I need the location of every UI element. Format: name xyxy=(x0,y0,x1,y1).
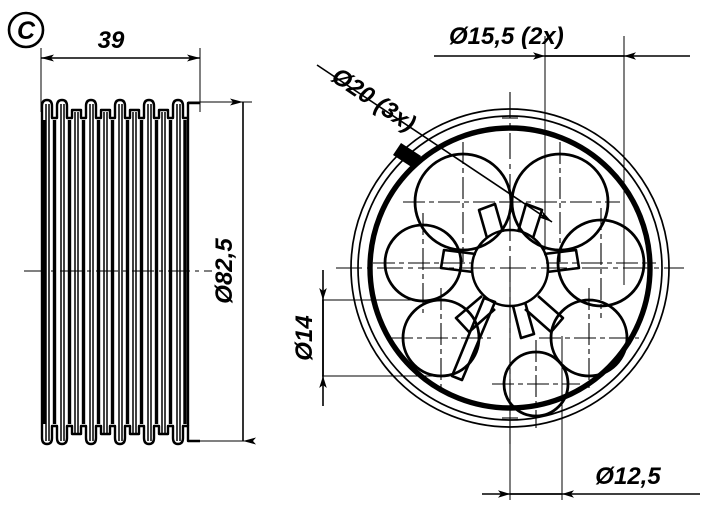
top-centermark-tick xyxy=(502,117,518,419)
dimension-width-39: 39 xyxy=(41,27,200,62)
arrow-14-top xyxy=(319,288,327,300)
hole-centermarks xyxy=(373,142,656,428)
dimension-dia-12-5-text: Ø12,5 xyxy=(595,463,661,490)
rib-hatch-lines xyxy=(45,104,181,441)
circular-centerlines xyxy=(336,92,684,444)
dimension-dia-82-5-text: Ø82,5 xyxy=(211,238,238,304)
center-hub-and-spokes xyxy=(439,202,581,382)
spoke-low-right xyxy=(524,295,565,334)
dimension-dia-15-5-text: Ø15,5 (2x) xyxy=(449,23,564,50)
spoke-low-left xyxy=(454,295,496,334)
ribbed-body-outline xyxy=(40,98,200,446)
spoke-bottom xyxy=(511,301,536,340)
dimension-dia-12-5: Ø12,5 xyxy=(482,463,700,498)
spoke-top-left xyxy=(477,202,505,239)
rib-bodies xyxy=(42,120,187,424)
arrow-12-5-right xyxy=(562,490,574,498)
spoke-slot xyxy=(450,296,497,382)
dimension-dia-14: Ø14 xyxy=(291,270,327,406)
dimension-dia-14-text: Ø14 xyxy=(291,315,318,360)
center-hub xyxy=(470,228,550,308)
arrow-15-5-right xyxy=(624,52,636,60)
view-label-c: C xyxy=(7,11,45,49)
arrow-15-5-left xyxy=(533,52,545,60)
arrow-12-5-left xyxy=(498,490,510,498)
spoke-top-right xyxy=(516,202,544,239)
dimension-dia-15-5: Ø15,5 (2x) xyxy=(434,23,690,60)
view-label-c-text: C xyxy=(17,17,36,45)
arrow-14-bottom xyxy=(319,376,327,388)
dimension-dia-82-5: Ø82,5 xyxy=(188,98,256,445)
dimension-width-39-text: 39 xyxy=(98,27,125,54)
arrow-20-on-ring xyxy=(393,143,421,168)
left-side-view: 39 xyxy=(24,27,256,446)
